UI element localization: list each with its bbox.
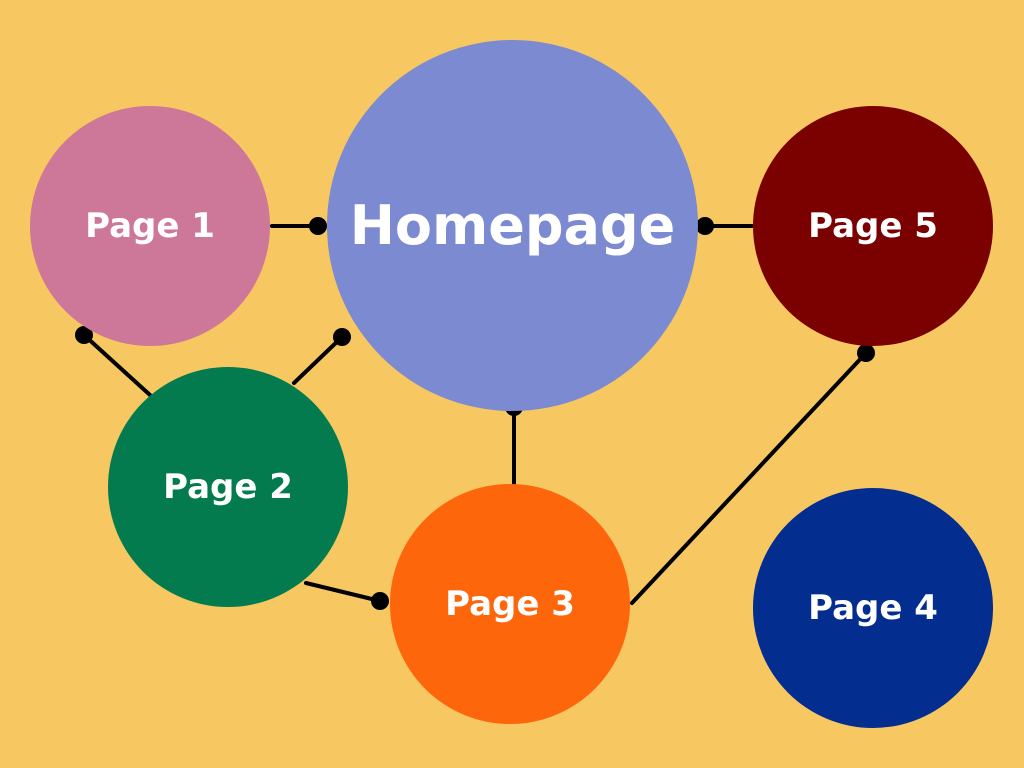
node-page-4: Page 4	[753, 488, 993, 728]
node-homepage-label: Homepage	[349, 194, 676, 257]
node-page-2-label: Page 2	[163, 467, 293, 507]
connector-page2-page1	[75, 326, 152, 397]
node-page-5: Page 5	[753, 106, 993, 346]
node-page-5-label: Page 5	[808, 206, 938, 246]
node-page-1: Page 1	[30, 106, 270, 346]
connector-homepage-page5	[696, 217, 754, 235]
connector-page1-homepage	[270, 217, 327, 235]
node-page-3-label: Page 3	[445, 584, 575, 624]
node-page-1-label: Page 1	[85, 206, 215, 246]
node-page-3: Page 3	[390, 484, 630, 724]
connector-page3-homepage	[505, 398, 523, 487]
node-homepage: Homepage	[327, 40, 698, 411]
node-page-4-label: Page 4	[808, 588, 938, 628]
connector-page3-page5	[630, 344, 875, 605]
node-page-2: Page 2	[108, 367, 348, 607]
connector-page2-homepage	[292, 328, 351, 385]
connector-page2-page3	[304, 581, 389, 610]
